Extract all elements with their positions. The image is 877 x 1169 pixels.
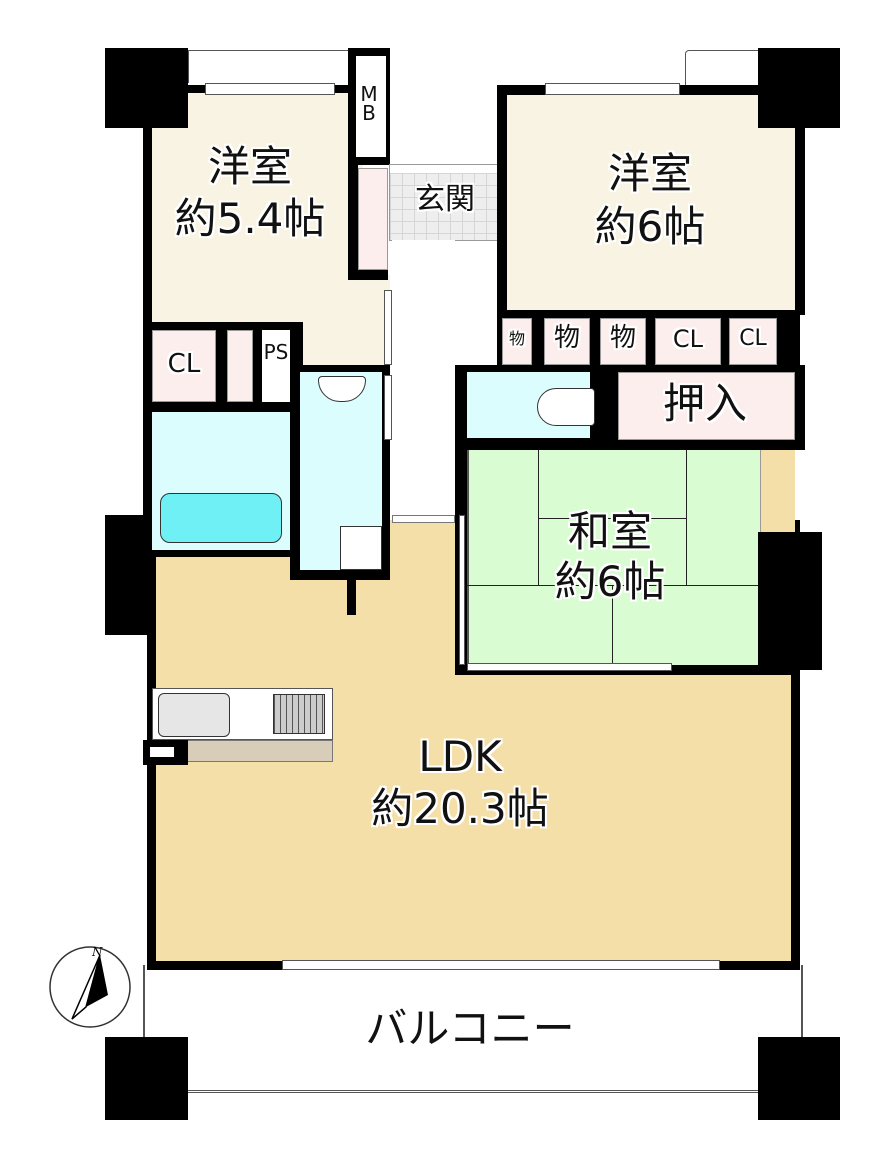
- pillar: [105, 515, 147, 635]
- storage-mono-1: [502, 318, 532, 365]
- compass-north-label: N: [92, 945, 103, 959]
- toilet-icon: [537, 388, 595, 426]
- oshiire-label: 押入: [662, 379, 747, 428]
- washing-machine-icon: [340, 526, 382, 570]
- balcony-sash: [282, 960, 720, 970]
- oshiire-closet: [618, 372, 795, 440]
- entrance: [389, 164, 498, 241]
- sliding-door: [459, 515, 465, 665]
- wall: [347, 575, 356, 615]
- hall-door: [392, 515, 455, 523]
- mb-label: MB: [360, 82, 378, 125]
- cl-right-1-label: CL: [672, 325, 704, 353]
- ps-shaft: [262, 330, 290, 402]
- hall: [392, 240, 455, 518]
- storage-mono-2: [544, 318, 590, 365]
- window: [384, 290, 392, 365]
- tatami-line: [612, 585, 613, 665]
- compass: N: [48, 945, 132, 1029]
- sliding-door: [467, 663, 672, 671]
- mb-closet: [348, 48, 390, 165]
- japanese-room-name: 和室: [567, 507, 652, 556]
- kitchen-sink-icon: [158, 693, 230, 737]
- kitchen-back: [185, 740, 333, 762]
- wall: [348, 270, 388, 280]
- ldk-size: 約20.3帖: [371, 784, 549, 833]
- mono-1-label: 物: [508, 329, 525, 348]
- western-room-1-name: 洋室: [207, 142, 292, 191]
- western-room-2-size: 約6帖: [594, 202, 706, 251]
- wall: [348, 160, 358, 280]
- cl-left-label: CL: [167, 349, 201, 379]
- window: [545, 83, 680, 95]
- western-room-1-size: 約5.4帖: [174, 194, 326, 243]
- pillar: [105, 1037, 188, 1120]
- bathtub-icon: [160, 493, 282, 543]
- closet-right-1: [655, 318, 721, 365]
- tatami-line: [538, 450, 539, 585]
- stove-icon: [273, 694, 325, 734]
- balcony: [143, 965, 803, 1093]
- pillar: [758, 1037, 840, 1120]
- ps-label: PS: [263, 340, 289, 364]
- balcony-label: バルコニー: [365, 1004, 575, 1053]
- pillar: [105, 48, 188, 128]
- wall-notch: [150, 747, 174, 757]
- balcony-top-right: [685, 50, 760, 85]
- door: [384, 375, 392, 440]
- balcony-top-left: [188, 50, 353, 83]
- western-room-2: [497, 85, 805, 315]
- tatami-line: [467, 585, 760, 586]
- pillar: [758, 48, 840, 128]
- tatami-line: [686, 450, 687, 585]
- japanese-room: [467, 450, 760, 665]
- pillar: [758, 532, 822, 670]
- tatami-line: [538, 518, 686, 519]
- japanese-room-size: 約6帖: [554, 557, 666, 606]
- closet-right-2: [729, 318, 777, 365]
- ldk-name: LDK: [418, 732, 502, 781]
- compass-needle-icon: [49, 946, 131, 1028]
- shoe-closet: [358, 168, 388, 270]
- storage-strip: [227, 330, 253, 402]
- mono-3-label: 物: [609, 323, 636, 353]
- closet-left: [152, 330, 216, 402]
- western-room-2-name: 洋室: [607, 149, 692, 198]
- entrance-label: 玄関: [415, 182, 475, 217]
- window: [205, 83, 335, 95]
- cl-right-2-label: CL: [739, 326, 767, 351]
- tokonoma: [760, 450, 795, 535]
- mono-2-label: 物: [553, 323, 580, 353]
- storage-mono-3: [600, 318, 646, 365]
